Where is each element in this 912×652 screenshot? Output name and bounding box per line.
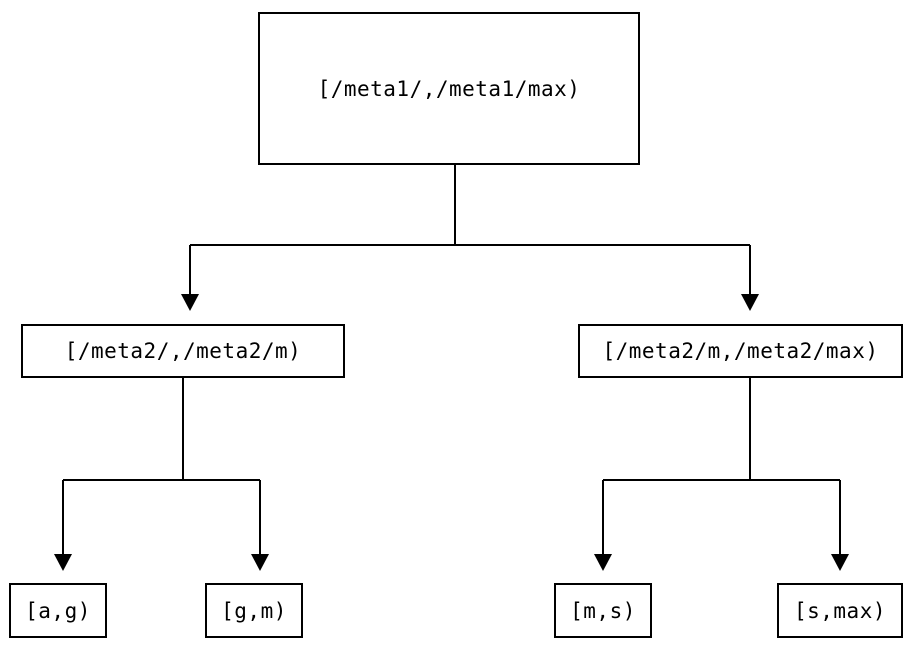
tree-node-leaf-ag[interactable]: [a,g) — [9, 583, 107, 638]
arrowhead-to-leaf-ag — [54, 554, 72, 571]
arrowhead-to-leaf-smax — [831, 554, 849, 571]
tree-node-mid-right-label: [/meta2/m,/meta2/max) — [602, 339, 879, 363]
tree-node-mid-left-label: [/meta2/,/meta2/m) — [64, 339, 302, 363]
arrowhead-to-leaf-ms — [594, 554, 612, 571]
tree-node-leaf-ms-label: [m,s) — [570, 598, 636, 623]
tree-node-mid-left[interactable]: [/meta2/,/meta2/m) — [21, 324, 345, 378]
tree-node-leaf-ag-label: [a,g) — [25, 598, 91, 623]
tree-node-leaf-ms[interactable]: [m,s) — [554, 583, 652, 638]
tree-node-leaf-smax-label: [s,max) — [793, 598, 886, 623]
tree-node-leaf-gm-label: [g,m) — [221, 598, 287, 623]
tree-node-root-label: [/meta1/,/meta1/max) — [317, 76, 581, 101]
tree-node-leaf-smax[interactable]: [s,max) — [777, 583, 903, 638]
tree-node-leaf-gm[interactable]: [g,m) — [205, 583, 303, 638]
arrowhead-to-leaf-gm — [251, 554, 269, 571]
arrowhead-to-mid-left — [181, 294, 199, 311]
tree-node-root[interactable]: [/meta1/,/meta1/max) — [258, 12, 640, 165]
arrowhead-to-mid-right — [741, 294, 759, 311]
tree-node-mid-right[interactable]: [/meta2/m,/meta2/max) — [578, 324, 903, 378]
